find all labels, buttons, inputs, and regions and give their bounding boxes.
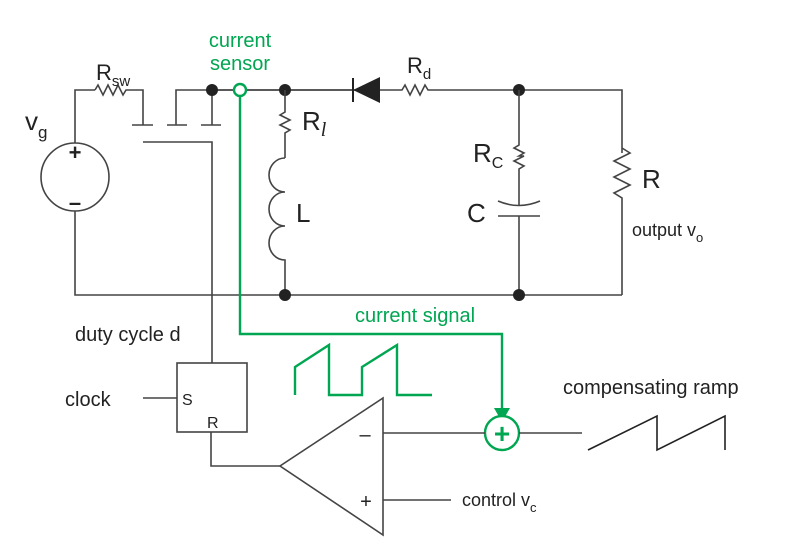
rd-resistor (380, 83, 519, 97)
comparator-plus: + (360, 491, 372, 513)
inductor-label: L (296, 198, 310, 228)
rsw-label: Rsw (96, 60, 130, 90)
current-sensor-label-2: sensor (210, 53, 270, 75)
ff-set-label: S (182, 392, 193, 409)
node-dot (206, 84, 218, 96)
inductor (268, 157, 286, 295)
rd-label: Rd (407, 53, 431, 83)
rc-label: RC (473, 138, 503, 172)
rl-label: Rl (302, 106, 327, 141)
node-dot (279, 289, 291, 301)
compensating-ramp-label: compensating ramp (563, 377, 739, 399)
compensating-ramp-waveform (587, 414, 726, 452)
vg-label: vg (25, 106, 47, 142)
current-sensor (232, 82, 248, 98)
current-waveform (293, 342, 432, 397)
voltage-source: + – (40, 140, 110, 215)
comparator (278, 396, 384, 537)
wire-top-right (519, 89, 623, 153)
wire-bottom (74, 211, 622, 296)
capacitor (497, 200, 541, 295)
rc-resistor (512, 90, 526, 205)
current-signal-wire (238, 96, 504, 412)
control-label: control vc (462, 490, 537, 515)
output-label: output vo (632, 220, 703, 245)
wire-source-top (74, 89, 95, 143)
load-label: R (642, 164, 661, 194)
comparator-minus: – (359, 424, 371, 446)
source-minus-sign: – (69, 190, 81, 215)
wire-comparator-to-reset (210, 432, 280, 467)
sum-plus-sign: + (494, 418, 510, 449)
ff-reset-label: R (207, 415, 219, 432)
current-signal-label: current signal (355, 305, 475, 327)
duty-cycle-label: duty cycle d (75, 324, 181, 346)
node-dot (513, 289, 525, 301)
rsw-resistor (94, 83, 144, 125)
rl-resistor (278, 90, 292, 158)
capacitor-label: C (467, 198, 486, 228)
load-resistor (612, 147, 632, 295)
diode (352, 77, 380, 103)
clock-label: clock (65, 389, 112, 411)
source-plus-sign: + (69, 140, 82, 165)
gate-drive-wire (143, 141, 213, 363)
current-sensor-label-1: current (209, 30, 272, 52)
mosfet-switch (132, 89, 221, 363)
